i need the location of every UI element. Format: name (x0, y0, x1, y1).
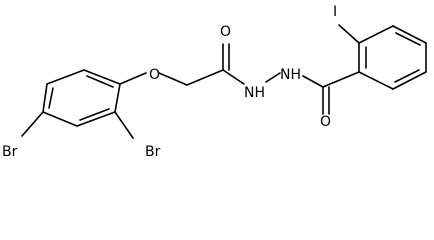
iodine-bond (338, 24, 360, 44)
aryl-ether-bond (119, 72, 147, 85)
left-bromine-label: Br (2, 144, 18, 158)
methylene-to-carbonyl-bond (186, 69, 224, 86)
chemical-structure-diagram: O O NH NH O I Br Br (2, 4, 427, 158)
left-bromine-bond (21, 111, 44, 137)
ether-oxygen-label: O (149, 67, 160, 83)
acylhydrazide-linker (158, 43, 360, 115)
right-ring-double-bond-c (394, 69, 420, 83)
ring-bond-6 (83, 69, 121, 85)
hydrazine-bond (265, 72, 281, 83)
right-ring-bond-3 (392, 25, 427, 44)
ring-bond-2 (42, 83, 48, 113)
carbonyl-to-nh-bond (222, 69, 245, 85)
right-bromine-label: Br (145, 144, 161, 158)
right-ring-bond-5 (392, 71, 427, 90)
right-bromine-bond (114, 111, 134, 139)
right-ring-double-bond-b (395, 32, 421, 46)
iodophenyl-ring (358, 25, 427, 90)
left-nh-label: NH (244, 85, 265, 101)
ring-bond-1 (46, 69, 85, 85)
nh-to-carbonyl-bond (302, 75, 324, 88)
left-carbonyl-oxygen-label: O (220, 24, 231, 40)
ring-double-bond-a (48, 87, 54, 109)
right-carbonyl-oxygen-label: O (320, 114, 331, 130)
structure-diagram-canvas: O O NH NH O I Br Br (2, 4, 427, 158)
dibromophenyl-ring (42, 69, 121, 127)
right-nh-label: NH (280, 67, 301, 83)
ring-double-bond-c (86, 75, 114, 88)
ether-to-methylene-bond (158, 72, 188, 86)
carbonyl-to-aryl-bond (322, 71, 360, 88)
ring-bond-5 (114, 83, 121, 113)
right-ring-bond-2 (358, 25, 394, 44)
iodine-label: I (333, 4, 337, 20)
ring-bond-4 (76, 111, 116, 127)
ring-double-bond-b (79, 108, 110, 121)
ring-bond-3 (42, 111, 78, 127)
right-ring-bond-6 (358, 71, 394, 90)
